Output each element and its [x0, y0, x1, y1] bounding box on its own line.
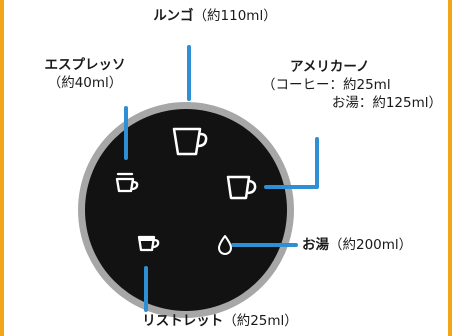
hot-water-name: お湯 [302, 237, 329, 253]
water-drop-icon [218, 235, 232, 255]
americano-detail-line2: お湯：約125ml） [331, 95, 442, 111]
large-cup-icon [172, 127, 208, 156]
tiny-cup-icon [137, 235, 160, 252]
hot-water-amount: （約200ml） [329, 237, 413, 253]
lungo-amount: （約110ml） [193, 8, 277, 24]
americano-label: アメリカーノ （コーヒー：約25ml お湯：約125ml） [262, 58, 442, 112]
espresso-label: エスプレッソ （約40ml） [20, 56, 150, 92]
ristretto-amount: （約25ml） [223, 313, 298, 329]
lungo-name: ルンゴ [153, 8, 194, 24]
small-cup-icon [115, 172, 139, 193]
left-accent-border [0, 0, 4, 336]
lungo-label: ルンゴ（約110ml） [150, 7, 280, 25]
mug-icon [226, 175, 257, 200]
ristretto-label: リストレット（約25ml） [120, 312, 320, 330]
espresso-name: エスプレッソ [44, 57, 126, 73]
americano-pointer-line [264, 137, 319, 189]
ristretto-name: リストレット [142, 313, 224, 329]
americano-detail-line1: （コーヒー：約25ml [262, 77, 391, 93]
right-accent-border [448, 0, 452, 336]
hot-water-label: お湯（約200ml） [302, 236, 412, 254]
dial-face [85, 109, 287, 311]
espresso-amount: （約40ml） [47, 75, 123, 91]
americano-name: アメリカーノ [290, 59, 370, 75]
